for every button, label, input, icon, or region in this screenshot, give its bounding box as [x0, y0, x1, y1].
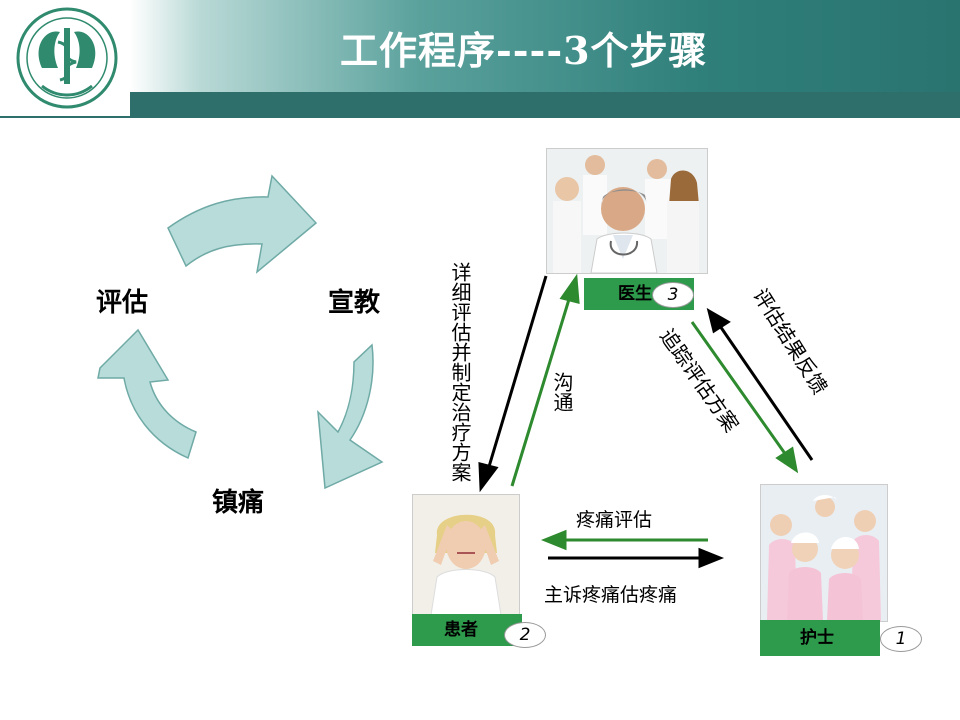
- nurse-photo: [760, 484, 888, 622]
- cycle-arrow-left: [97, 328, 197, 460]
- nurse-namebar: 护士 1: [760, 620, 922, 656]
- doctor-photo: [546, 148, 708, 274]
- cycle-label-relieve: 镇痛: [212, 488, 265, 518]
- flow-label-doctor-to-patient: 详细评估并制定治疗方案: [448, 262, 472, 482]
- nurse-label: 护士: [800, 628, 834, 648]
- arrow-patient-to-doctor: [510, 273, 580, 487]
- cycle-arrow-right: [317, 343, 384, 490]
- flow-label-patient-to-nurse: 主诉疼痛估疼痛: [544, 584, 678, 606]
- arrow-nurse-to-patient: [540, 529, 708, 551]
- arrow-patient-to-nurse: [548, 547, 725, 569]
- doctor-namebar: 医生 3: [584, 278, 694, 310]
- patient-step-number: 2: [504, 622, 546, 648]
- header-line: [0, 116, 960, 118]
- page-title: 工作程序----3个步骤: [340, 28, 708, 73]
- arrow-doctor-to-patient: [478, 275, 548, 493]
- flow-label-patient-to-doctor: 沟通: [550, 372, 574, 412]
- doctor-step-number: 3: [652, 282, 694, 308]
- patient-namebar: 患者 2: [412, 614, 546, 648]
- cycle-label-educate: 宣教: [328, 288, 381, 318]
- arrow-nurse-to-doctor: [706, 307, 814, 461]
- cycle-arrow-top: [167, 174, 318, 274]
- doctor-label: 医生: [618, 284, 652, 304]
- cycle-label-assess: 评估: [96, 288, 149, 318]
- hospital-logo-icon: [16, 7, 118, 109]
- patient-label: 患者: [444, 620, 478, 640]
- header-band: [0, 0, 960, 92]
- header-bar: [130, 92, 960, 116]
- patient-photo: [412, 494, 520, 616]
- arrow-doctor-to-nurse: [690, 321, 799, 474]
- nurse-step-number: 1: [880, 626, 922, 652]
- flow-label-nurse-to-patient: 疼痛评估: [576, 509, 653, 531]
- header: 工作程序----3个步骤: [0, 0, 960, 118]
